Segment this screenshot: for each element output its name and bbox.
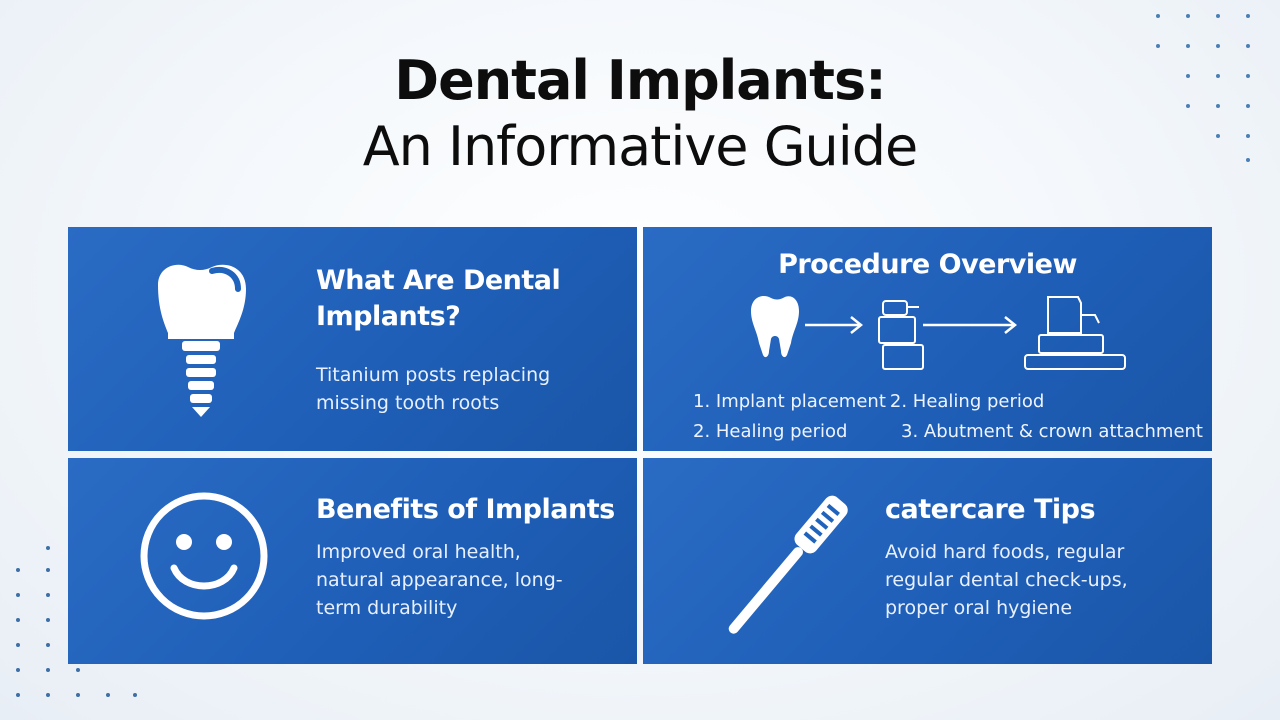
- panel-title-what-line1: What Are Dental: [316, 265, 561, 296]
- panel-what-are-implants: What Are Dental Implants? Titanium posts…: [68, 227, 637, 451]
- panel-benefits: Benefits of Implants Improved oral healt…: [68, 458, 637, 664]
- panel-body-benefits: Improved oral health, natural appearance…: [316, 538, 563, 622]
- panel-title-aftercare: catercare Tips: [885, 494, 1096, 525]
- panel-aftercare: catercare Tips Avoid hard foods, regular…: [643, 458, 1212, 664]
- page-title-line2: An Informative Guide: [362, 115, 919, 178]
- panel-body-aftercare-line1: Avoid hard foods, regular: [885, 541, 1125, 563]
- panel-body-aftercare-line2: regular dental check-ups,: [885, 569, 1128, 591]
- procedure-step-label: 1. Implant placement: [693, 391, 886, 412]
- panel-title-benefits: Benefits of Implants: [316, 494, 615, 525]
- procedure-diagram: [751, 295, 1126, 370]
- decorative-dot-grid-bottom-left: [16, 546, 137, 697]
- panel-body-what-line2: missing tooth roots: [316, 392, 500, 414]
- procedure-steps: 1. Implant placement 2. Healing period 2…: [693, 387, 1203, 447]
- smiley-face-icon: [140, 492, 268, 620]
- panel-body-benefits-line2: natural appearance, long-: [316, 569, 563, 591]
- panel-body-benefits-line1: Improved oral health,: [316, 541, 521, 563]
- tooth-icon: [751, 295, 799, 358]
- procedure-steps-row2: 2. Healing period 3. Abutment & crown at…: [693, 417, 1203, 447]
- panel-title-procedure: Procedure Overview: [778, 249, 1077, 280]
- panel-procedure-overview: Procedure Overview 1. Implant placement: [643, 227, 1212, 451]
- toothbrush-icon: [728, 495, 848, 634]
- panel-title-what-line2: Implants?: [316, 301, 461, 332]
- panel-body-aftercare: Avoid hard foods, regular regular dental…: [885, 538, 1128, 622]
- tooth-implant-icon: [158, 264, 246, 417]
- arrow-right-icon: [805, 316, 864, 334]
- decorative-dot-grid-top-right: [1156, 14, 1250, 162]
- panel-body-aftercare-line3: proper oral hygiene: [885, 597, 1073, 619]
- panel-title-what: What Are Dental Implants?: [316, 263, 561, 335]
- procedure-steps-row1: 1. Implant placement 2. Healing period: [693, 387, 1203, 417]
- page-title-line1: Dental Implants:: [394, 49, 886, 112]
- panel-body-what-line1: Titanium posts replacing: [316, 364, 551, 386]
- procedure-step-label: 3. Abutment & crown attachment: [901, 421, 1203, 442]
- implant-post-icon: [878, 300, 924, 370]
- page-title: Dental Implants: An Informative Guide: [0, 48, 1280, 180]
- procedure-step-label: 2. Healing period: [889, 391, 1045, 412]
- panel-body-what: Titanium posts replacing missing tooth r…: [316, 361, 550, 417]
- crown-attachment-icon: [1024, 296, 1126, 370]
- procedure-step-label: 2. Healing period: [693, 421, 848, 442]
- arrow-right-icon: [923, 316, 1018, 334]
- panel-body-benefits-line3: term durability: [316, 597, 458, 619]
